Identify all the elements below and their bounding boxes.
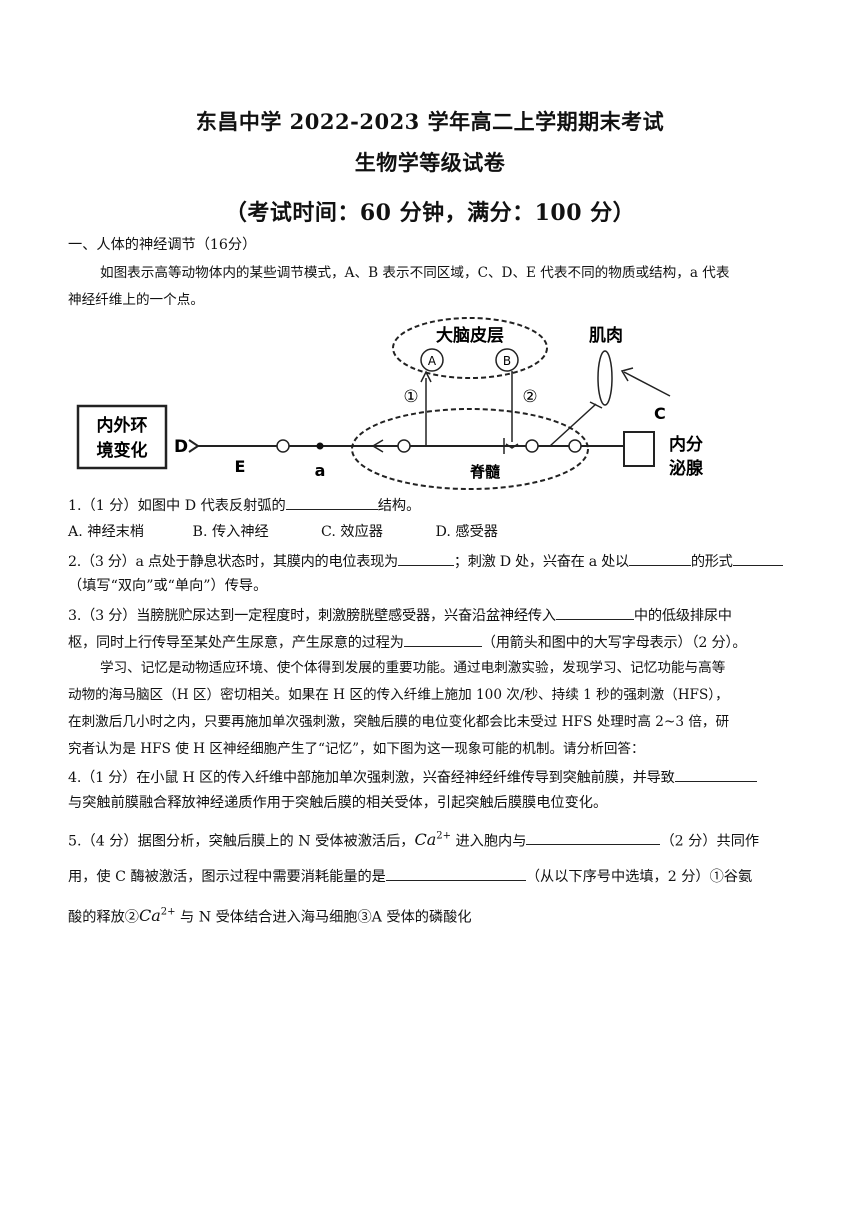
answer-blank[interactable] (628, 549, 691, 566)
question-4: 4.（1 分）在小鼠 H 区的传入纤维中部施加单次强刺激，兴奋经神经纤维传导到突… (68, 765, 796, 789)
exam-title: 东昌中学 2022-2023 学年高二上学期期末考试 (195, 109, 665, 134)
option-d[interactable]: D. 感受器 (435, 524, 498, 540)
path1-label: ① (403, 387, 418, 407)
answer-blank[interactable] (403, 630, 482, 647)
gland-box (623, 431, 655, 467)
muscle-shape (597, 350, 613, 406)
option-a[interactable]: A. 神经末梢 (68, 524, 145, 540)
answer-blank[interactable] (732, 549, 783, 566)
intro-text-line1: 如图表示高等动物体内的某些调节模式，A、B 表示不同区域，C、D、E 代表不同的… (100, 265, 730, 281)
label-e: E (235, 457, 246, 476)
point-a-dot (316, 442, 324, 450)
environment-label-2: 境变化 (97, 440, 148, 461)
cortex-ellipse (392, 317, 548, 379)
cortex-label: 大脑皮层 (436, 325, 504, 346)
question-1-options: A. 神经末梢 B. 传入神经 C. 效应器 D. 感受器 (68, 521, 796, 543)
spinal-ellipse (351, 408, 589, 490)
answer-blank[interactable] (555, 603, 634, 620)
answer-blank[interactable] (526, 828, 661, 846)
point-a-label: a (315, 461, 326, 480)
calcium-ion: Ca2+ (138, 906, 176, 926)
question-2-cont: （填写“双向”或“单向”）传导。 (68, 578, 268, 594)
context-paragraph-2: 动物的海马脑区（H 区）密切相关。如果在 H 区的传入纤维上施加 100 次/秒… (68, 687, 729, 703)
context-paragraph-1: 学习、记忆是动物适应环境、使个体得到发展的重要功能。通过电刺激实验，发现学习、记… (100, 660, 726, 676)
answer-blank[interactable] (385, 864, 526, 881)
region-a-label: A (428, 354, 437, 368)
environment-box (76, 404, 168, 470)
reflex-diagram: 大脑皮层 A B 脊髓 ① ② 内外环 境变化 D E a (76, 317, 704, 490)
answer-blank[interactable] (397, 549, 454, 566)
question-5-cont: 用，使 C 酶被激活，图示过程中需要消耗能量的是（从以下序号中选填，2 分）①谷… (68, 864, 796, 888)
calcium-ion: Ca2+ (414, 830, 451, 850)
option-c[interactable]: C. 效应器 (321, 524, 383, 540)
question-3-cont: 枢，同时上行传导至某处产生尿意，产生尿意的过程为（用箭头和图中的大写字母表示）（… (68, 630, 796, 654)
section-heading: 一、人体的神经调节（16分） (68, 237, 257, 253)
answer-blank[interactable] (285, 493, 378, 510)
spinal-label: 脊髓 (469, 463, 501, 481)
question-5: 5.（4 分）据图分析，突触后膜上的 N 受体被激活后，Ca2+ 进入胞内与（2… (68, 828, 760, 850)
muscle-label: 肌肉 (589, 325, 623, 346)
context-paragraph-3: 在刺激后几小时之内，只要再施加单次强刺激，突触后膜的电位变化都会比未受过 HFS… (68, 714, 730, 730)
region-a-circle (420, 348, 444, 372)
path2-label: ② (522, 387, 537, 407)
exam-subtitle: 生物学等级试卷 (354, 150, 506, 175)
question-2: 2.（3 分）a 点处于静息状态时，其膜内的电位表现为；刺激 D 处，兴奋在 a… (68, 549, 796, 573)
region-b-circle (495, 348, 519, 372)
exam-info: （考试时间：60 分钟，满分：100 分） (224, 200, 636, 226)
question-1: 1.（1 分）如图中 D 代表反射弧的结构。 (68, 493, 796, 517)
label-d: D (174, 437, 188, 457)
intro-text-line2: 神经纤维上的一个点。 (68, 292, 204, 308)
label-c: C (654, 404, 666, 423)
region-b-label: B (503, 354, 511, 368)
answer-blank[interactable] (674, 765, 757, 782)
option-b[interactable]: B. 传入神经 (192, 524, 269, 540)
environment-label-1: 内外环 (97, 415, 148, 436)
question-4-cont: 与突触前膜融合释放神经递质作用于突触后膜的相关受体，引起突触后膜膜电位变化。 (68, 795, 608, 811)
context-paragraph-4: 究者认为是 HFS 使 H 区神经细胞产生了“记忆”，如下图为这一现象可能的机制… (68, 741, 645, 757)
question-3: 3.（3 分）当膀胱贮尿达到一定程度时，刺激膀胱壁感受器，兴奋沿盆神经传入中的低… (68, 603, 796, 627)
question-5-cont-2: 酸的释放②Ca2+ 与 N 受体结合进入海马细胞③A 受体的磷酸化 (68, 906, 472, 926)
gland-label-1: 内分 (669, 434, 703, 455)
gland-label-2: 泌腺 (669, 458, 704, 479)
